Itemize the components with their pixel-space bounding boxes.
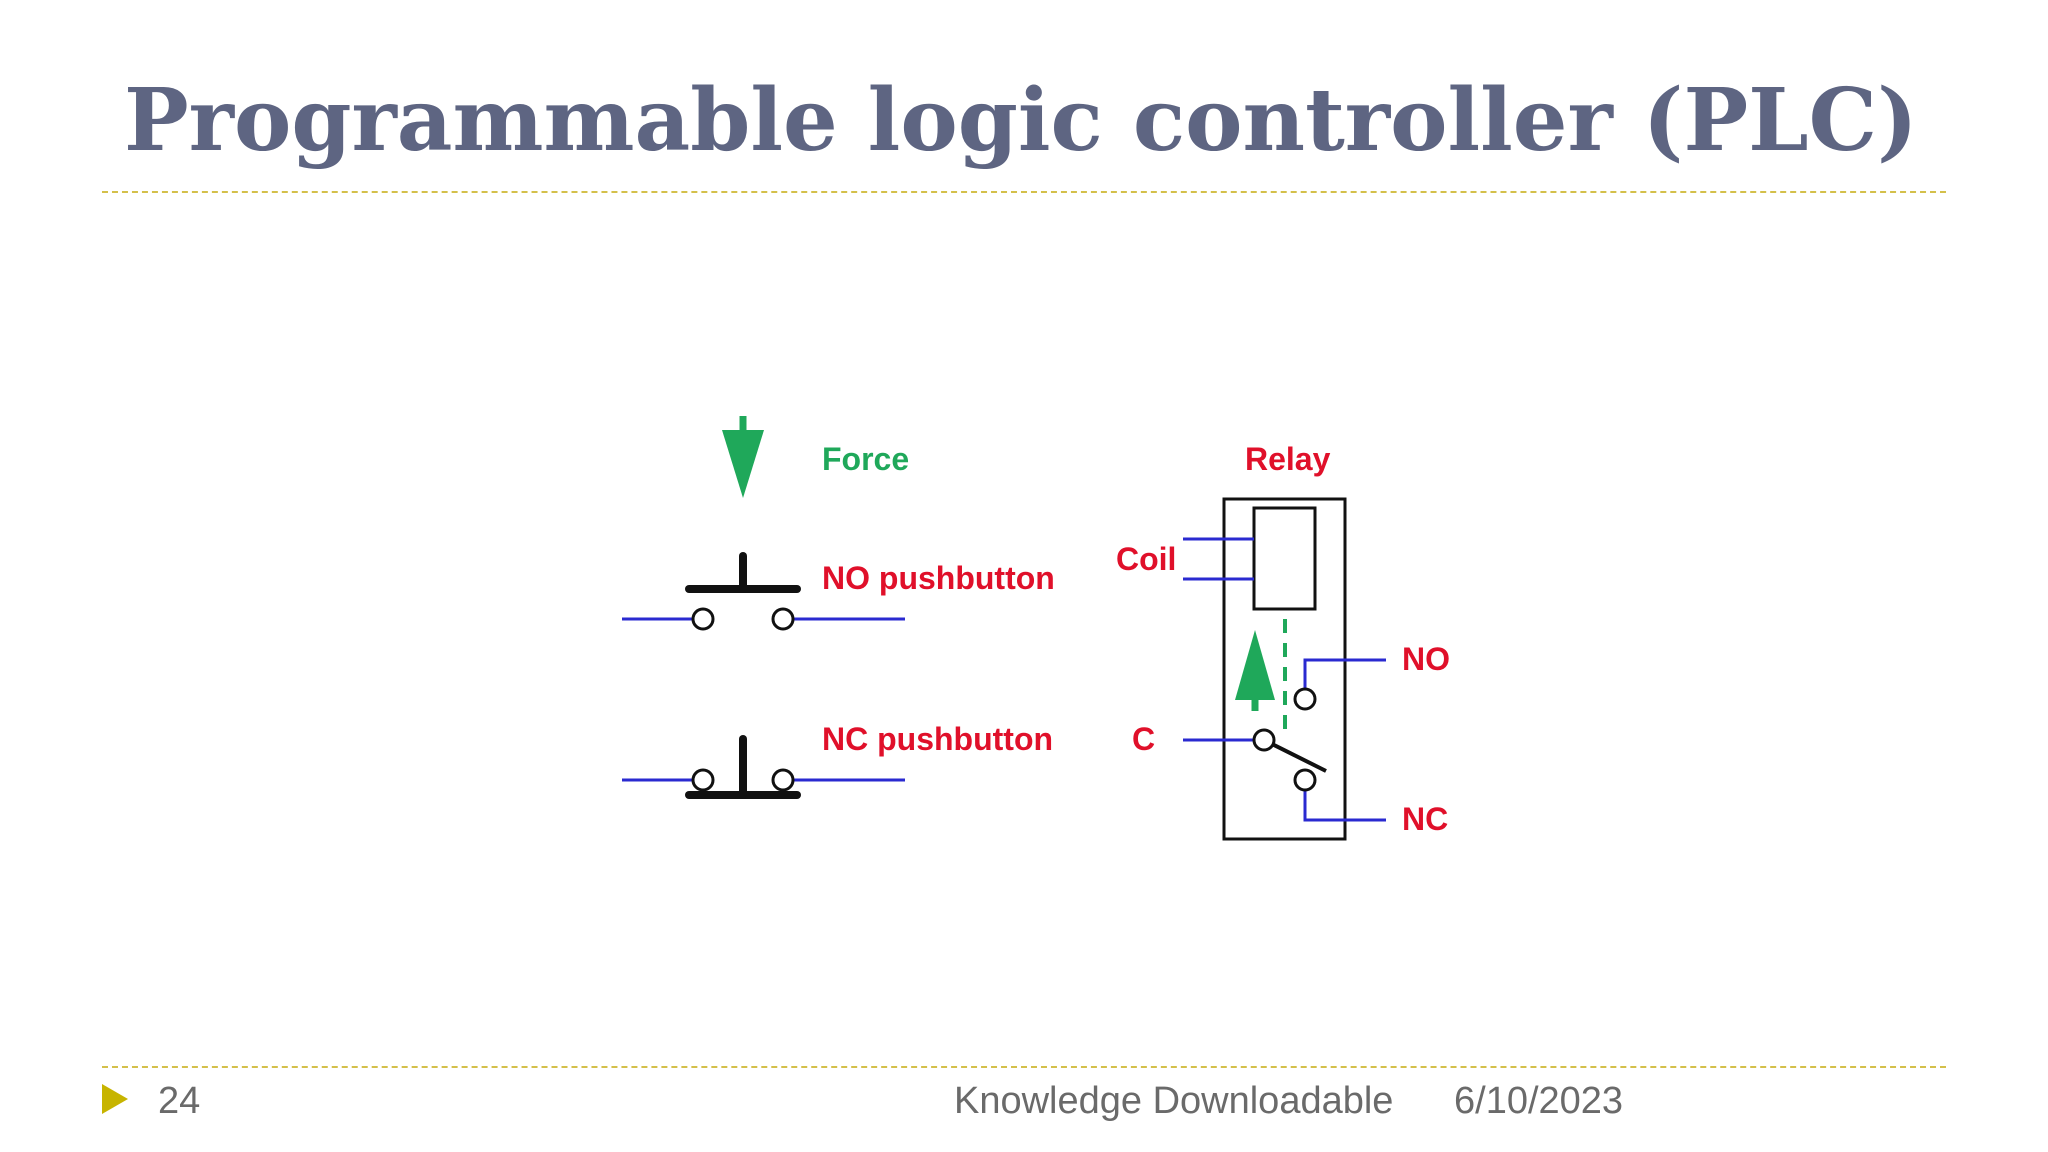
triangle-bullet-icon (102, 1084, 128, 1114)
relay-no-contact (1293, 658, 1386, 711)
relay-housing (1222, 497, 1347, 841)
relay-common-contact (1183, 728, 1327, 773)
coil-label: Coil (1116, 541, 1176, 577)
relay-nc-contact (1293, 768, 1386, 822)
relay-force-arrow-icon (1235, 630, 1275, 711)
footer-date: 6/10/2023 (1454, 1080, 1624, 1122)
force-arrow-icon (722, 416, 764, 498)
relay-label: Relay (1245, 441, 1331, 477)
title-divider (102, 191, 1946, 193)
relay-coil (1252, 506, 1317, 611)
coil-wires (1183, 537, 1254, 581)
footer-source: Knowledge Downloadable (954, 1080, 1394, 1122)
page-number: 24 (158, 1080, 201, 1122)
force-label: Force (822, 441, 909, 477)
no-pushbutton-symbol (622, 552, 905, 631)
footer-divider (102, 1066, 1946, 1068)
common-label: C (1132, 721, 1155, 757)
nc-pushbutton-label: NC pushbutton (822, 721, 1053, 757)
slide-title: Programmable logic controller (PLC) (124, 70, 1918, 171)
no-pushbutton-label: NO pushbutton (822, 560, 1055, 596)
nc-contact-label: NC (1402, 801, 1448, 837)
nc-pushbutton-symbol (622, 735, 905, 799)
no-contact-label: NO (1402, 641, 1450, 677)
